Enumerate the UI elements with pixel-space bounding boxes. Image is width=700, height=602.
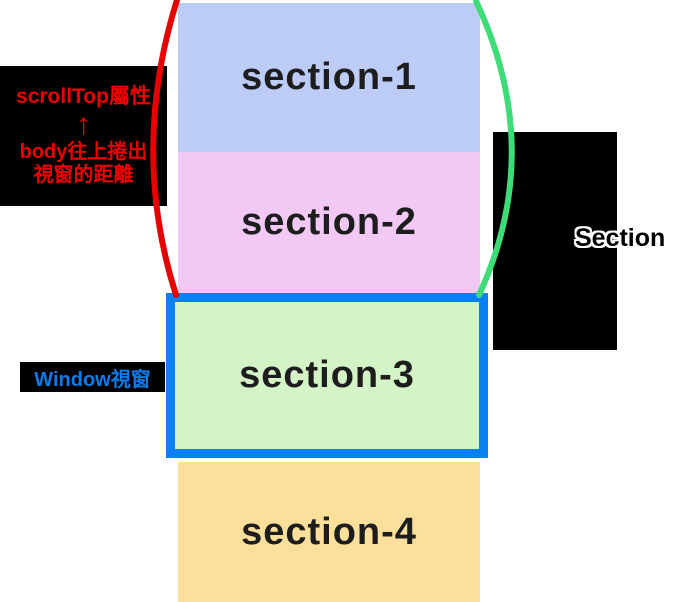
up-arrow-icon: ↑ — [76, 108, 91, 142]
scrolltop-description-line2: 視窗的距離 — [33, 164, 134, 187]
scrolltop-description-line1: body往上捲出 — [19, 141, 148, 164]
section-4-block: section-4 — [178, 462, 480, 602]
section-1-block: section-1 — [178, 3, 480, 152]
window-viewport-box: section-3 — [166, 293, 488, 458]
window-label-box: Window視窗 — [20, 362, 165, 392]
section-2-block: section-2 — [178, 152, 480, 293]
section-1-label: section-1 — [241, 56, 417, 98]
section-2-label: section-2 — [241, 201, 417, 243]
right-annotation-text: Section — [575, 224, 666, 252]
section-3-block: section-3 — [175, 302, 479, 449]
scrolltop-annotation-box: scrollTop屬性 ↑ body往上捲出 視窗的距離 — [0, 66, 167, 206]
section-4-label: section-4 — [241, 510, 417, 553]
scrolltop-property-text: scrollTop屬性 — [16, 84, 151, 108]
section-3-label: section-3 — [239, 354, 415, 396]
window-label-text: Window視窗 — [34, 368, 151, 391]
